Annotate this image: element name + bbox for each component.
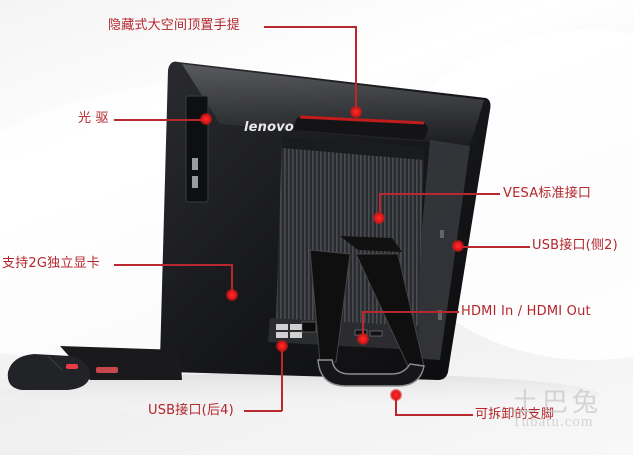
callout-line <box>114 264 232 266</box>
callout-line <box>379 193 381 213</box>
callout-label: USB接口(后4) <box>148 403 234 418</box>
brand-logo: lenovo <box>244 120 295 135</box>
callout-label: 支持2G独立显卡 <box>2 256 100 271</box>
callout-label: USB接口(侧2) <box>532 238 618 253</box>
callout-line <box>244 410 282 412</box>
callout-line <box>460 246 530 248</box>
callout-label: HDMI In / HDMI Out <box>461 304 591 319</box>
callout-dot <box>226 289 238 301</box>
callout-line <box>114 119 206 121</box>
callout-label: 可拆卸的支脚 <box>475 407 555 422</box>
callout-line <box>264 26 356 28</box>
callout-dot <box>390 389 402 401</box>
callout-line <box>231 264 233 294</box>
watermark-en: Tubatu.com <box>512 414 594 430</box>
callout-dot <box>276 340 288 352</box>
callout-line <box>362 311 364 335</box>
callout-dot <box>452 240 464 252</box>
callout-label: VESA标准接口 <box>503 186 592 201</box>
callout-dot <box>357 333 369 345</box>
callout-dot <box>373 212 385 224</box>
callout-dot <box>200 113 212 125</box>
callout-label: 光 驱 <box>78 111 109 126</box>
callout-dot <box>350 106 362 118</box>
callout-label: 隐藏式大空间顶置手提 <box>108 18 241 33</box>
callout-line <box>281 344 283 411</box>
callout-line <box>355 26 357 112</box>
callout-line <box>380 193 500 195</box>
watermark-cn: 土巴兔 <box>512 388 603 418</box>
callout-line <box>395 394 397 415</box>
callout-line <box>363 311 459 313</box>
callout-line <box>395 414 473 416</box>
